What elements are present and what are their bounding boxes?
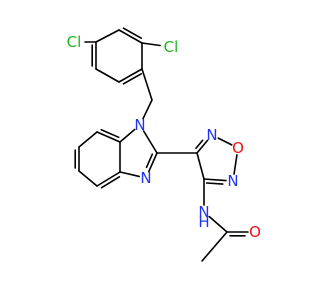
bond-o_oxadiazole-n_oxa_b bbox=[233, 154, 238, 175]
bond-c_d-c_e-double bbox=[122, 72, 143, 85]
bond-c_b-c_c bbox=[118, 29, 143, 44]
atom-label-n-amide: N bbox=[198, 203, 209, 221]
atom-label-n3: N bbox=[140, 169, 151, 187]
bond-layer bbox=[74, 27, 249, 262]
bond-c_d-c_e bbox=[118, 68, 143, 83]
atom-label-o-oxadiazole: O bbox=[232, 139, 244, 157]
bond-c_a-c_b bbox=[95, 29, 120, 43]
bond-c_e-c_f bbox=[95, 68, 120, 83]
bond-n_oxa_b-c_ox2 bbox=[203, 178, 227, 182]
bond-c7-c3a bbox=[96, 171, 121, 187]
bond-c_carb-c_me bbox=[201, 231, 228, 262]
bond-n1-c2 bbox=[142, 130, 158, 154]
atom-label-n-oxa-a: N bbox=[206, 126, 217, 144]
bond-n_oxa_a-o_oxadiazole bbox=[217, 137, 233, 146]
bond-c7a-c4 bbox=[96, 131, 121, 143]
bond-c_d-ch2 bbox=[141, 68, 153, 101]
bond-c_ox1-n_oxa_a-double bbox=[195, 139, 204, 150]
bond-n3-c3a bbox=[119, 171, 140, 178]
bond-c7-c3a-double bbox=[100, 176, 121, 189]
bond-c6-c7 bbox=[78, 170, 98, 187]
atom-label-n1: N bbox=[134, 116, 145, 134]
atom-label-cl1: Cl bbox=[67, 33, 82, 51]
atom-label-h-amide: H bbox=[198, 213, 209, 231]
bond-c7a-c4-double bbox=[100, 128, 120, 139]
bond-c4-c5 bbox=[78, 131, 98, 148]
bond-ch2-n1 bbox=[142, 99, 153, 120]
bond-c2-n3 bbox=[148, 152, 158, 173]
bond-n_amide-c_carb bbox=[208, 215, 228, 233]
atom-label-cl2: Cl bbox=[164, 38, 179, 56]
bond-c_ox1-n_oxa_a bbox=[196, 139, 209, 154]
bond-c_c-cl2 bbox=[141, 42, 161, 47]
atom-label-n-oxa-b: N bbox=[227, 172, 238, 190]
bond-c_b-c_c-double bbox=[122, 27, 143, 40]
atom-label-o-carbonyl: O bbox=[249, 223, 261, 241]
bond-c_ox2-c_ox1 bbox=[196, 152, 205, 180]
bond-n_oxa_b-c_ox2-double bbox=[205, 182, 224, 185]
bond-n1-c7a bbox=[119, 128, 136, 143]
bond-c2-n3-double bbox=[145, 153, 154, 169]
